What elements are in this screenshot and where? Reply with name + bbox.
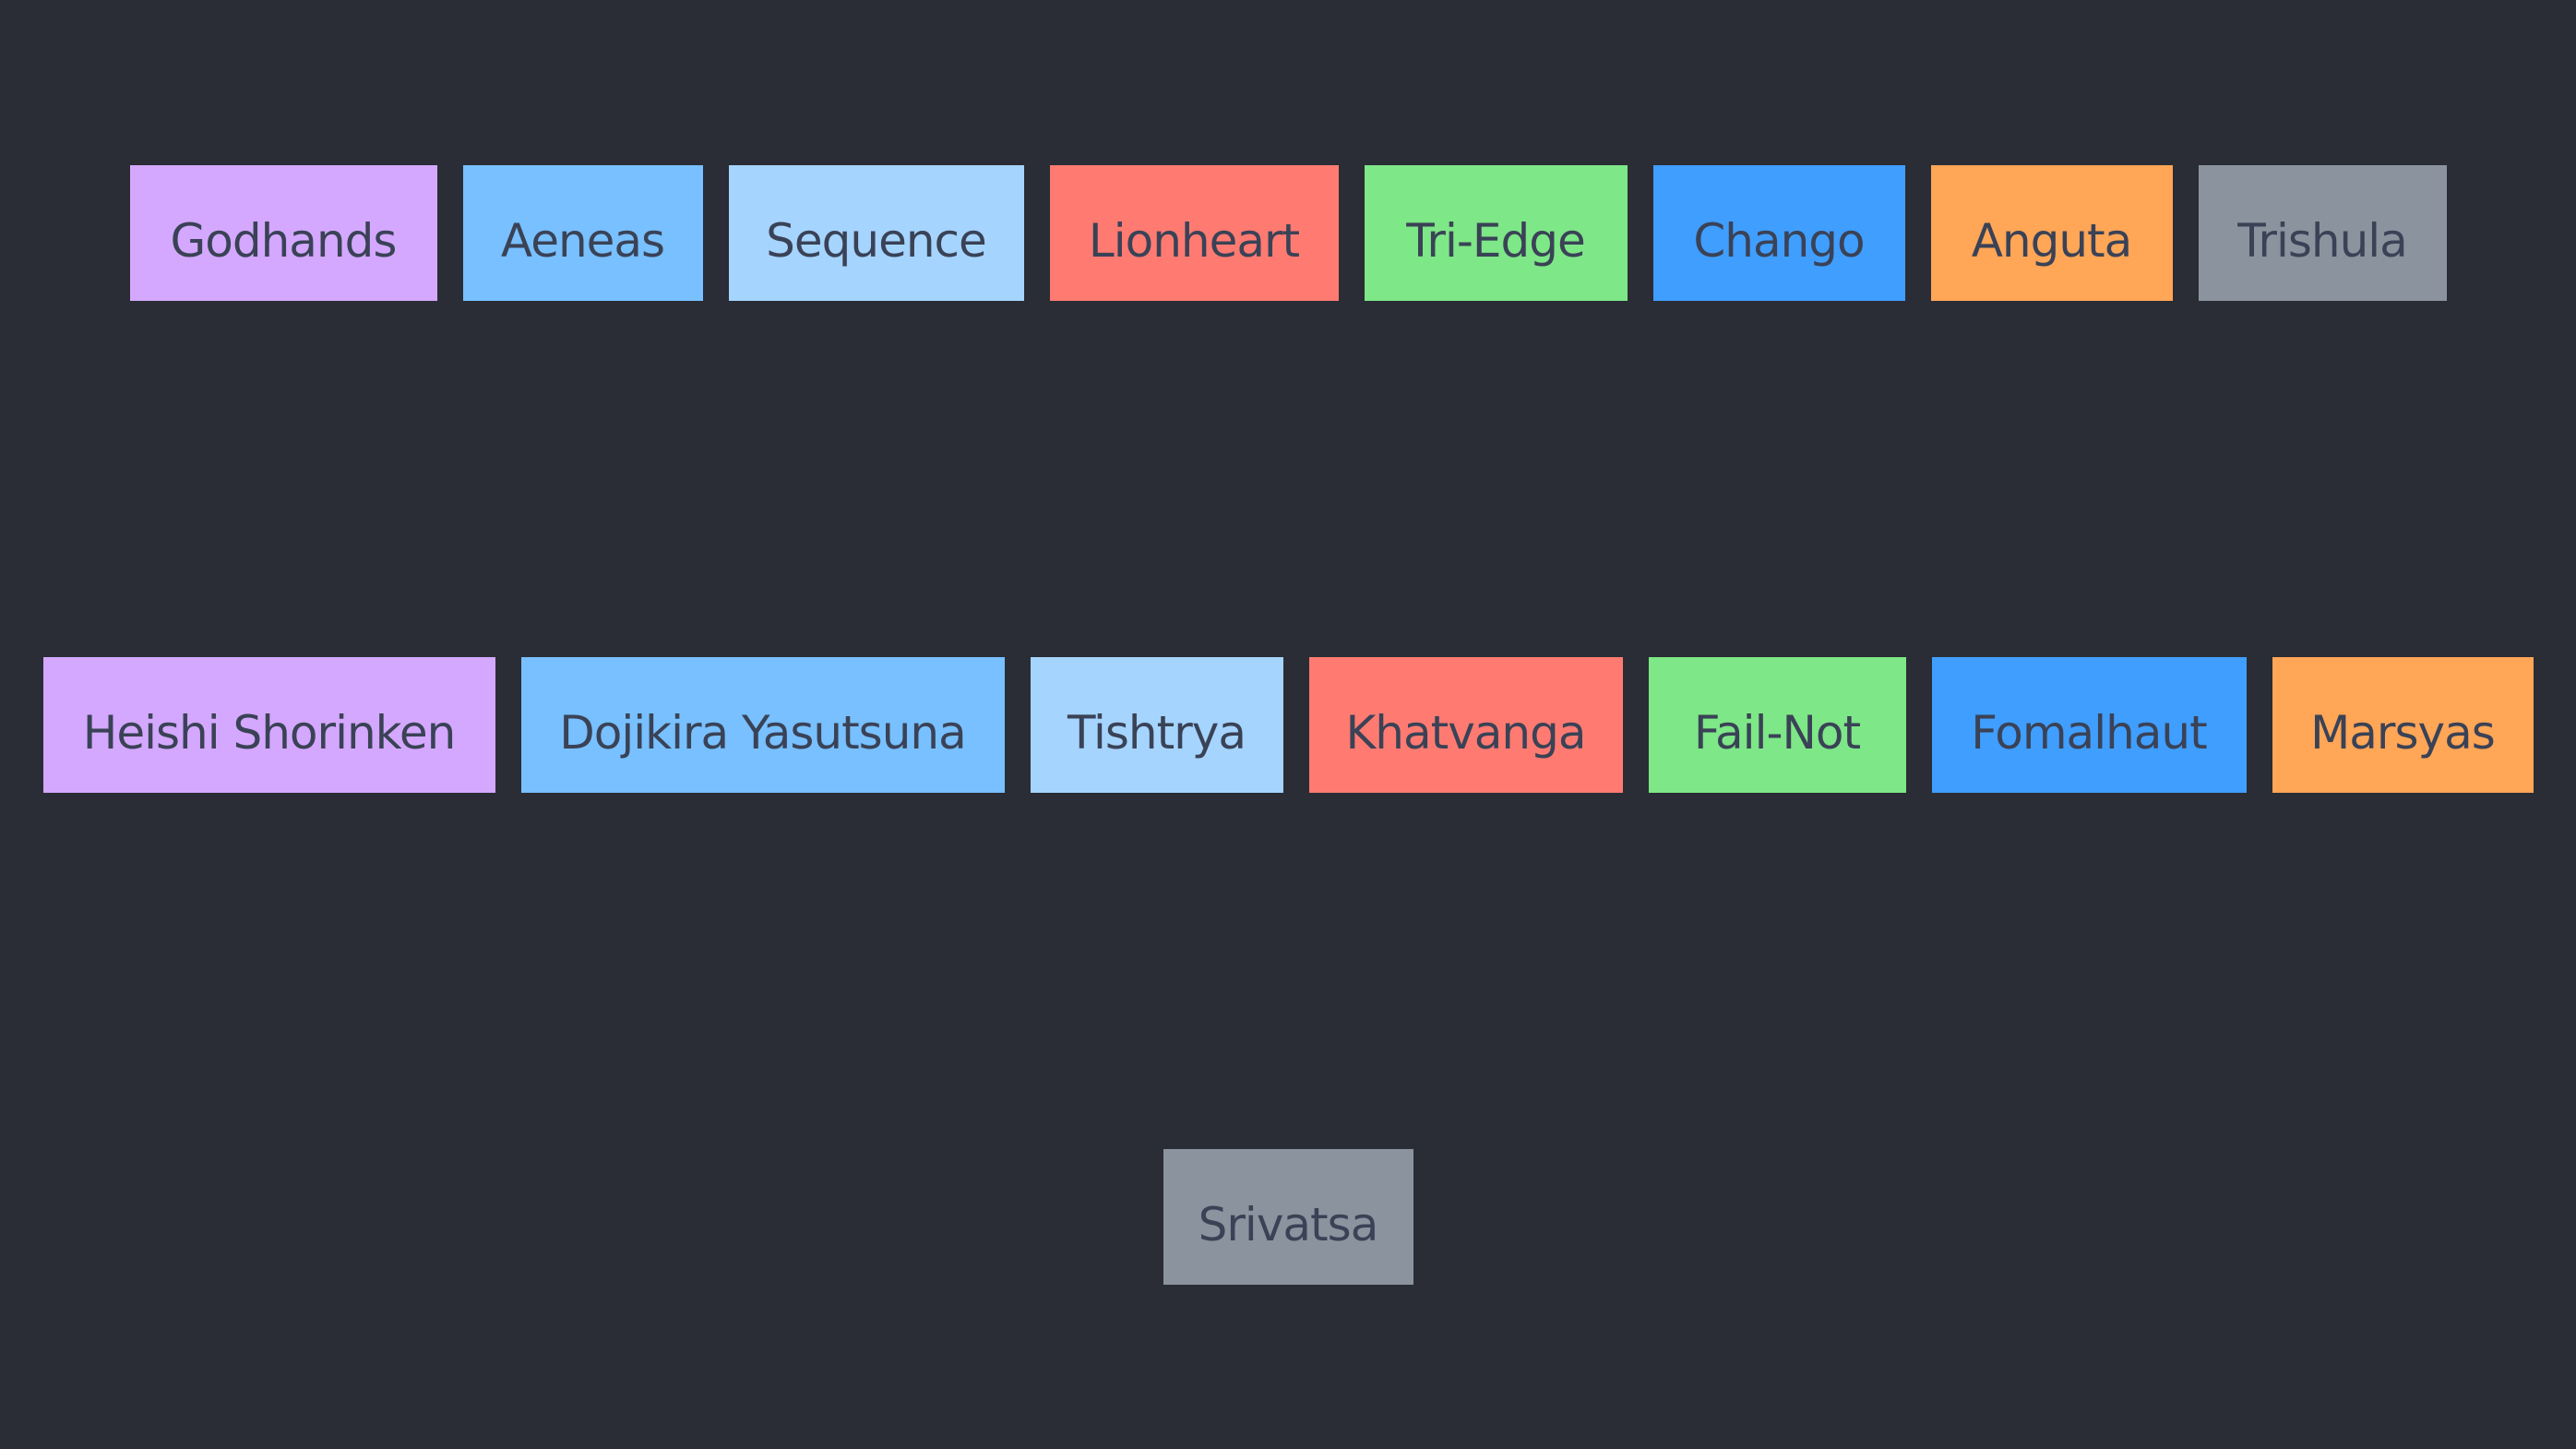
tile-chango[interactable]: Chango	[1652, 165, 1905, 301]
tile-label: Khatvanga	[1345, 705, 1586, 760]
tile-fail-not[interactable]: Fail-Not	[1648, 657, 1906, 793]
tile-srivatsa[interactable]: Srivatsa	[1163, 1149, 1413, 1285]
tile-label: Marsyas	[2310, 705, 2496, 760]
tile-label: Trishula	[2237, 213, 2408, 268]
tile-trishula[interactable]: Trishula	[2198, 165, 2447, 301]
tile-label: Chango	[1693, 213, 1865, 268]
tile-label: Heishi Shorinken	[82, 705, 457, 760]
tile-fomalhaut[interactable]: Fomalhaut	[1931, 657, 2247, 793]
tile-row-1: Godhands Aeneas Sequence Lionheart Tri-E…	[0, 165, 2576, 301]
tile-dojikira-yasutsuna[interactable]: Dojikira Yasutsuna	[520, 657, 1005, 793]
tile-label: Sequence	[766, 213, 987, 268]
tile-godhands[interactable]: Godhands	[129, 165, 437, 301]
tile-marsyas[interactable]: Marsyas	[2272, 657, 2534, 793]
tile-tri-edge[interactable]: Tri-Edge	[1364, 165, 1628, 301]
tile-label: Tishtrya	[1067, 705, 1246, 760]
tile-lionheart[interactable]: Lionheart	[1049, 165, 1339, 301]
tile-label: Aeneas	[500, 213, 665, 268]
tile-label: Fail-Not	[1693, 705, 1861, 760]
tile-khatvanga[interactable]: Khatvanga	[1308, 657, 1623, 793]
tile-label: Godhands	[170, 213, 398, 268]
tile-row-3: Srivatsa	[0, 1149, 2576, 1285]
tile-label: Anguta	[1971, 213, 2133, 268]
tile-label: Dojikira Yasutsuna	[559, 705, 967, 760]
tile-label: Lionheart	[1088, 213, 1300, 268]
tile-row-2: Heishi Shorinken Dojikira Yasutsuna Tish…	[0, 657, 2576, 793]
tile-sequence[interactable]: Sequence	[728, 165, 1024, 301]
tile-heishi-shorinken[interactable]: Heishi Shorinken	[42, 657, 495, 793]
tile-label: Tri-Edge	[1406, 213, 1586, 268]
tile-anguta[interactable]: Anguta	[1930, 165, 2173, 301]
tile-label: Fomalhaut	[1971, 705, 2207, 760]
tile-aeneas[interactable]: Aeneas	[462, 165, 703, 301]
tile-tishtrya[interactable]: Tishtrya	[1030, 657, 1283, 793]
tile-label: Srivatsa	[1198, 1197, 1379, 1251]
